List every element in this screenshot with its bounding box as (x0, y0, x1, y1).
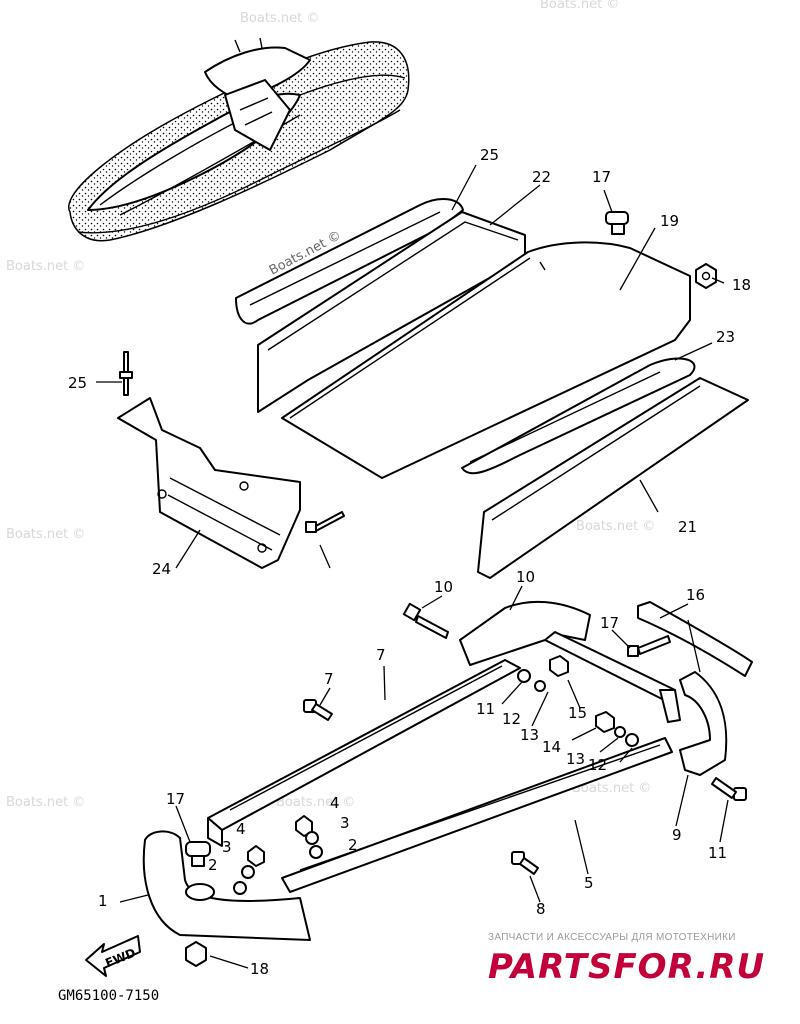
callout-17: 17 (166, 790, 185, 808)
callout-10: 11 (708, 844, 727, 862)
watermark: Boats.net © (240, 11, 319, 26)
callout-22: 23 (716, 328, 735, 346)
bracket-24 (117, 397, 301, 569)
callout-14: 15 (568, 704, 587, 722)
callout-4: 4 (330, 794, 340, 812)
rivet-25-top (119, 351, 133, 396)
callout-2: 2 (208, 856, 218, 874)
callout-10: 10 (434, 578, 453, 596)
callout-13: 14 (542, 738, 561, 756)
leader-lines (96, 164, 729, 969)
callout-3: 3 (340, 814, 350, 832)
callout-17: 17 (592, 168, 611, 186)
rail-14 (544, 631, 681, 723)
callout-18: 18 (250, 960, 269, 978)
callout-20: 21 (678, 518, 697, 536)
nut-18 (695, 263, 717, 289)
callout-6: 7 (376, 646, 386, 664)
bumper-1 (142, 830, 311, 941)
callout-7: 8 (536, 900, 546, 918)
fwd-arrow: FWD (85, 935, 141, 977)
watercraft-illustration (68, 37, 410, 242)
grommet-17 (605, 211, 629, 235)
footer-brand: PARTSFOR.RU (488, 947, 765, 987)
callout-2: 2 (348, 836, 358, 854)
callout-23: 25 (480, 146, 499, 164)
nut-18-bottom (185, 941, 207, 967)
watermark: Boats.net © (540, 0, 619, 12)
callout-11: 12 (588, 756, 607, 774)
callout-25: 25 (68, 374, 87, 392)
bolt-16 (627, 635, 671, 657)
watermark: Boats.net © (572, 781, 651, 796)
callout-19: 19 (660, 212, 679, 230)
callouts: 25 22 17 19 18 23 21 25 24 10 10 16 17 7… (68, 146, 751, 978)
watermark: Boats.net © (6, 259, 85, 274)
callout-11: 11 (476, 700, 495, 718)
rail-5 (281, 737, 673, 893)
rivet-25-side (305, 511, 345, 533)
callout-7: 7 (324, 670, 334, 688)
callout-12: 13 (566, 750, 585, 768)
bracket-8 (679, 671, 728, 776)
callout-5: 5 (584, 874, 594, 892)
watermark: Boats.net © (6, 527, 85, 542)
callout-1: 1 (98, 892, 108, 910)
footer-subtitle: ЗАПЧАСТИ И АКСЕССУАРЫ ДЛЯ МОТОТЕХНИКИ (488, 932, 736, 943)
bolt-10-top (402, 602, 449, 639)
callout-13: 13 (520, 726, 539, 744)
callout-12: 12 (502, 710, 521, 728)
callout-3: 3 (222, 838, 232, 856)
callout-24: 24 (152, 560, 171, 578)
footer-branding: ЗАПЧАСТИ И АКСЕССУАРЫ ДЛЯ МОТОТЕХНИКИ PA… (488, 932, 765, 987)
fasteners (233, 655, 639, 895)
mat-20 (477, 377, 749, 579)
bolt-10-right (711, 777, 747, 801)
watermark: Boats.net © (276, 795, 355, 810)
bolt-7-bottom (511, 851, 539, 875)
diagram-code: GM65100-7150 (58, 988, 159, 1004)
callout-18: 18 (732, 276, 751, 294)
watermark: Boats.net © (576, 519, 655, 534)
callout-8: 9 (672, 826, 682, 844)
bracket-9 (459, 600, 591, 666)
callout-16: 17 (600, 614, 619, 632)
callout-4: 4 (236, 820, 246, 838)
rail-6 (207, 659, 521, 847)
mat-19 (281, 241, 691, 479)
mat-22 (461, 357, 696, 475)
strip-15 (637, 601, 753, 677)
callout-9: 10 (516, 568, 535, 586)
callout-15: 16 (686, 586, 705, 604)
callout-21: 22 (532, 168, 551, 186)
watermark: Boats.net © (6, 795, 85, 810)
bolt-7-top (303, 699, 333, 721)
grommet-17-bottom (185, 841, 211, 867)
